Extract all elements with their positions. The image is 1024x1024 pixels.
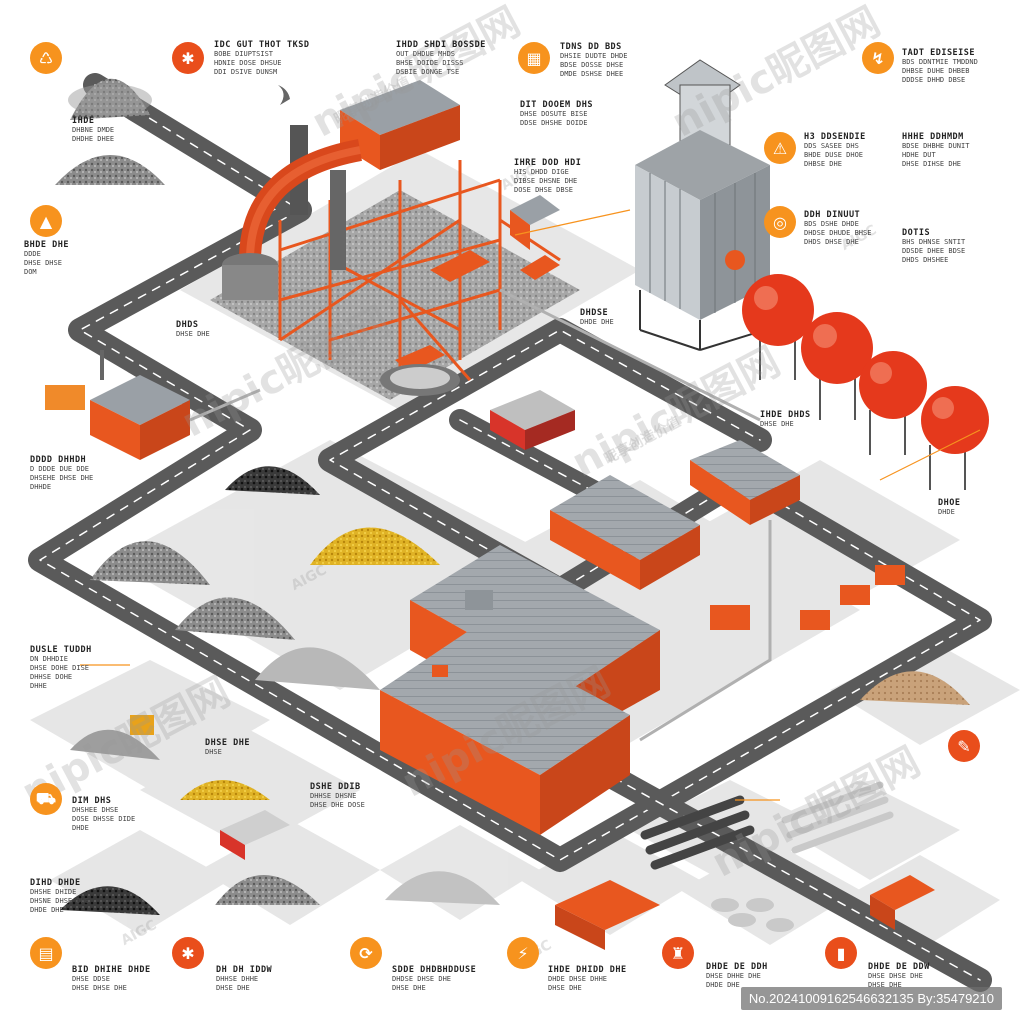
leader-lines — [80, 209, 981, 801]
bolt-icon: ⚡ — [507, 937, 539, 969]
trucks — [220, 390, 575, 860]
chart-icon: ▤ — [30, 937, 62, 969]
tower-icon: ♜ — [662, 937, 694, 969]
flame-icon: ▲ — [30, 205, 62, 237]
processing-plant — [210, 80, 580, 400]
flow-icon: ⟳ — [350, 937, 382, 969]
bricks-icon: ▦ — [518, 42, 550, 74]
warning-icon: ⚠ — [764, 132, 796, 164]
spherical-tanks — [742, 274, 989, 490]
truck-icon: ⛟ — [30, 783, 62, 815]
pipe-stacks — [555, 565, 935, 950]
recycle-icon: ♺ — [30, 42, 62, 74]
target-icon: ◎ — [764, 206, 796, 238]
warehouse-east — [550, 440, 800, 590]
pipelines — [189, 288, 772, 742]
small-workshop — [45, 350, 190, 460]
main-warehouse — [380, 545, 660, 835]
bar-chart-icon: ▮ — [825, 937, 857, 969]
material-piles — [55, 78, 970, 915]
book-icon: ✎ — [948, 730, 980, 762]
road-network — [28, 73, 992, 992]
tool-icon: ↯ — [862, 42, 894, 74]
gear-icon: ✱ — [172, 42, 204, 74]
gear-icon: ✱ — [172, 937, 204, 969]
image-id-footer: No.20241009162546632135 By:35479210 — [740, 987, 1002, 1010]
